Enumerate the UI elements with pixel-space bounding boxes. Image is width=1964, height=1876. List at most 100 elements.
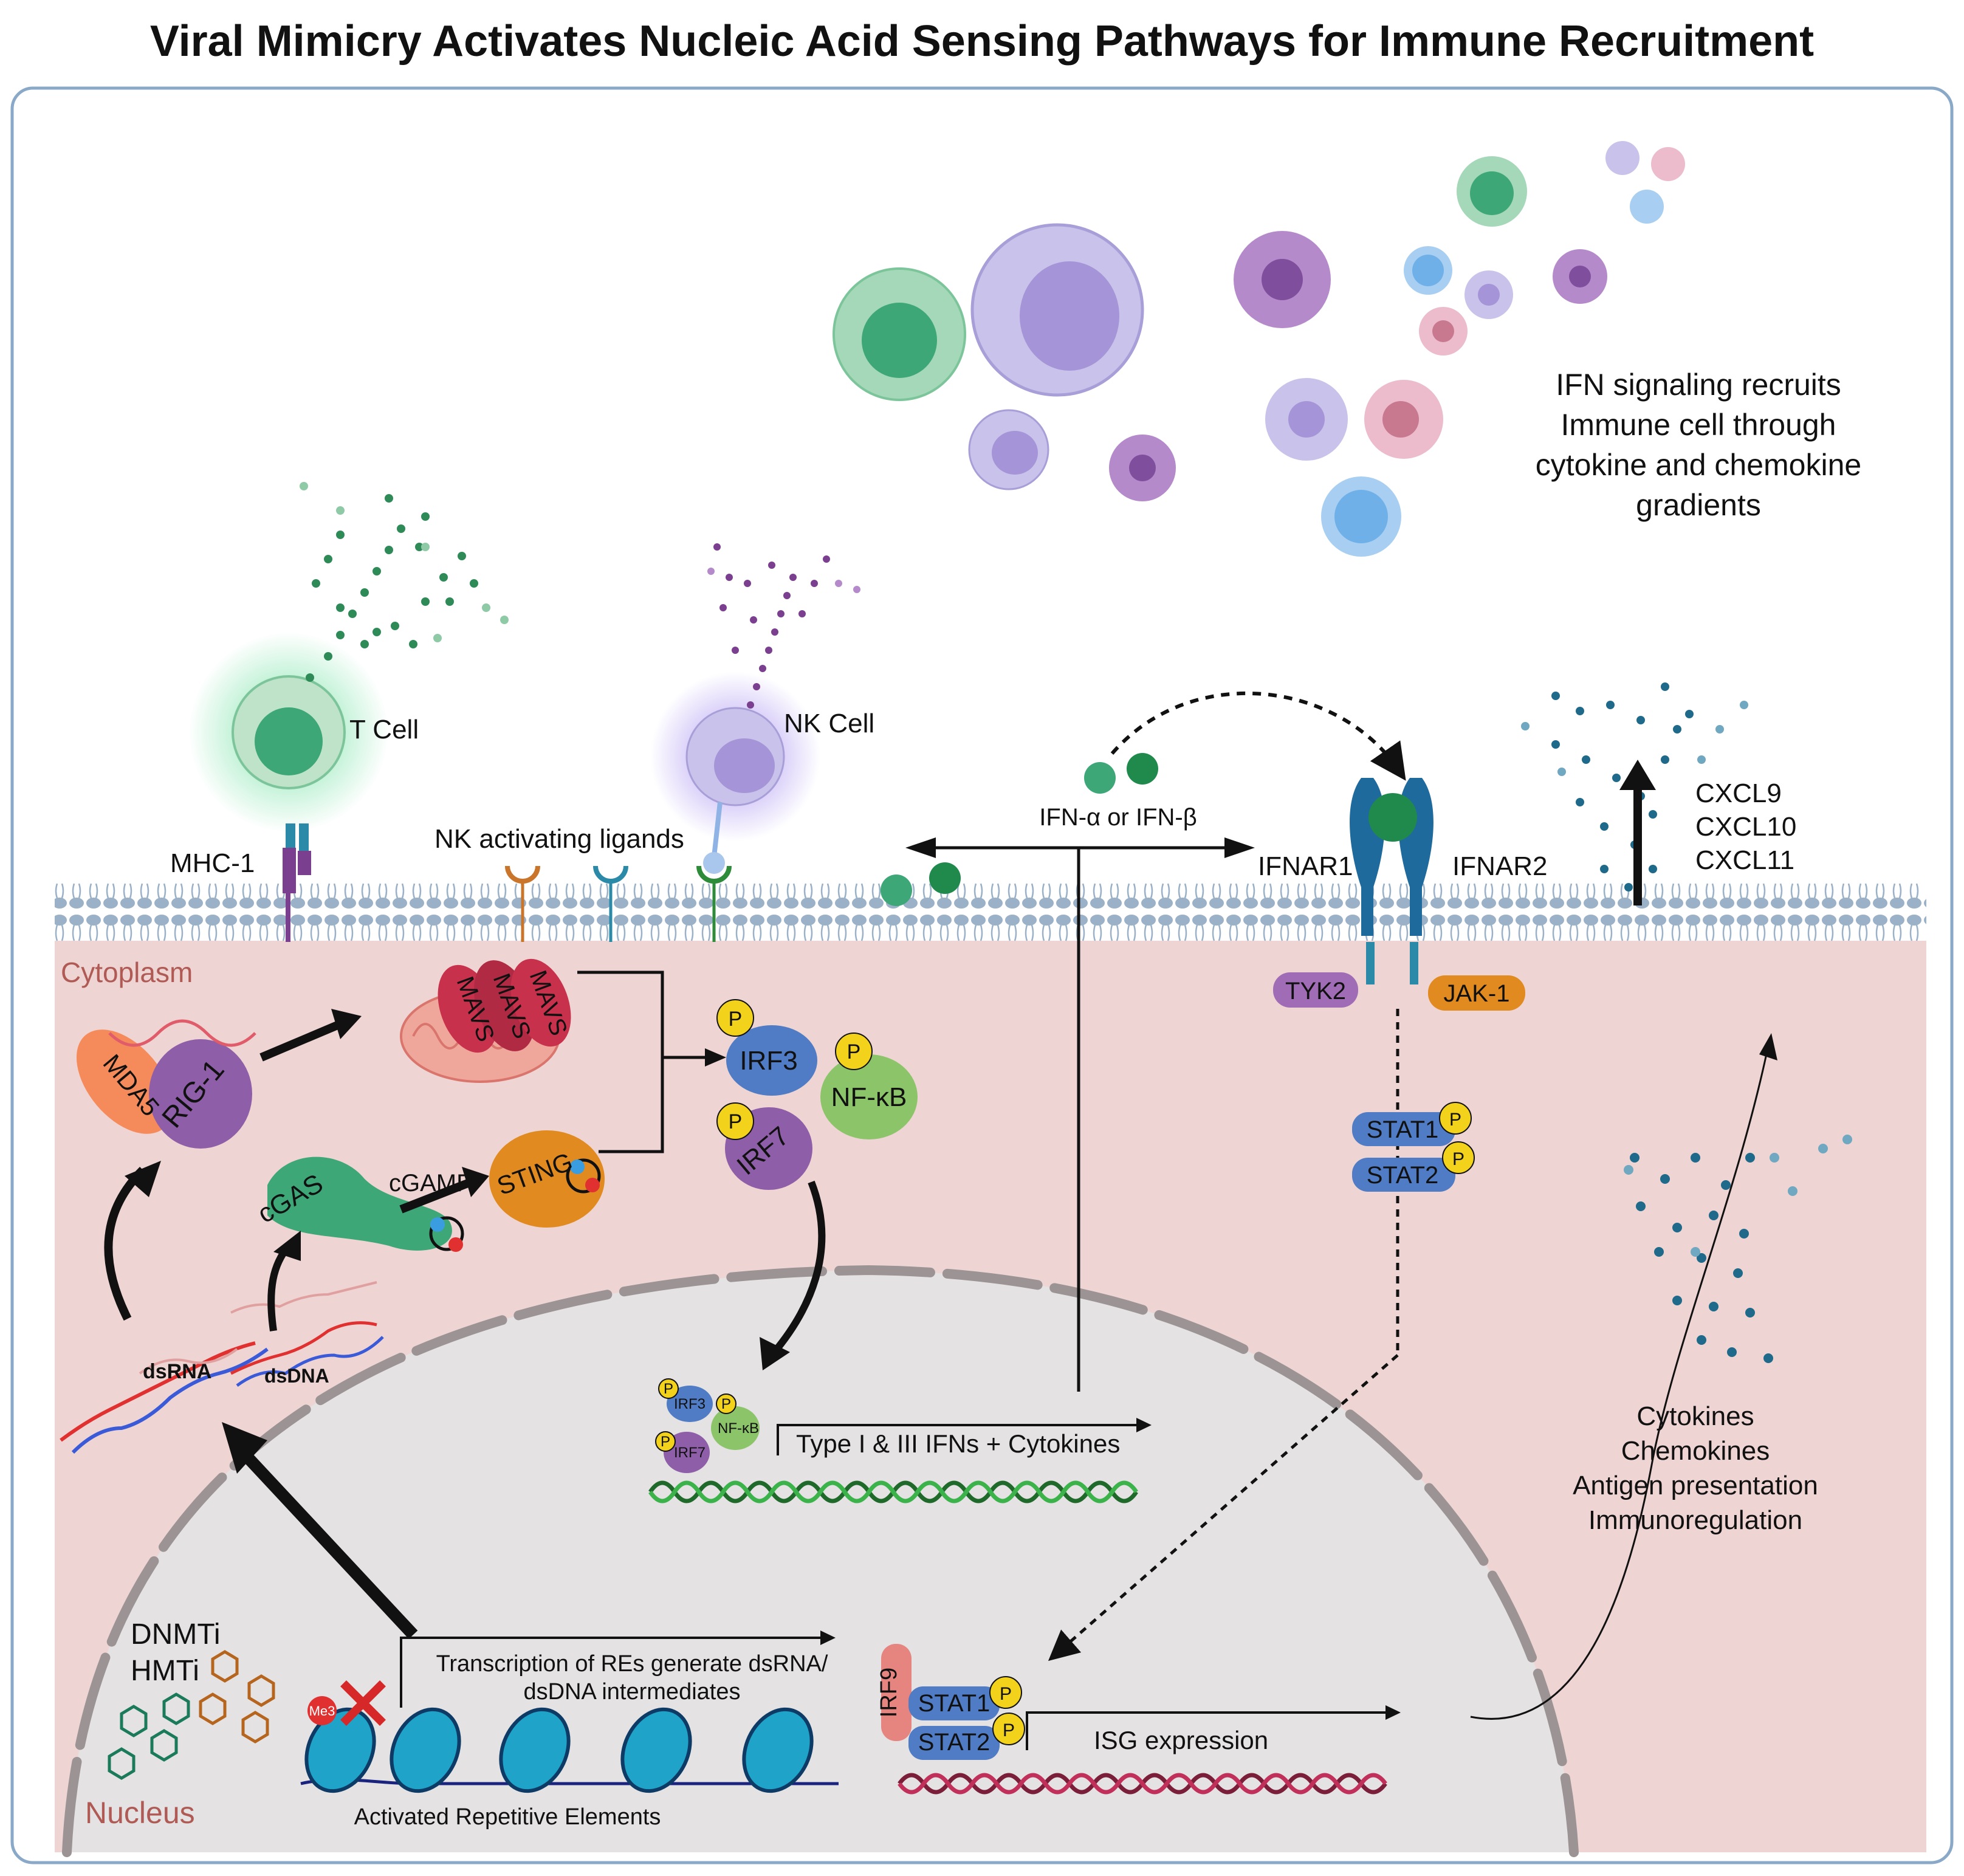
phospho-nfkb-label: P	[847, 1040, 861, 1063]
nfkb-protein	[820, 1032, 918, 1139]
dsrna-label: dsRNA	[143, 1360, 211, 1383]
cgamp-label: cGAMP	[389, 1170, 473, 1197]
nuclear-envelope	[62, 1265, 1579, 1857]
tf-complex-small	[655, 1378, 760, 1473]
irf3-protein	[716, 999, 817, 1096]
stat1-nuc-label: STAT1	[918, 1690, 991, 1717]
cgamp-molecule	[429, 1216, 464, 1252]
convergence-head	[705, 1048, 726, 1067]
isg-label: ISG expression	[1094, 1726, 1268, 1754]
output-immunoregulation: Immunoregulation	[1588, 1505, 1802, 1535]
cgas-protein	[267, 1156, 452, 1251]
chemokine-dots-light	[1521, 701, 1748, 776]
nk-cell	[650, 543, 860, 874]
phospho-stat1-nuc	[989, 1676, 1022, 1709]
nucleosomes	[304, 1707, 814, 1793]
mda5-rig1-complex	[76, 1019, 256, 1149]
figure-title: Viral Mimicry Activates Nucleic Acid Sen…	[150, 17, 1814, 66]
output-arrow-head	[1759, 1033, 1777, 1060]
irf3-label: IRF3	[740, 1046, 797, 1076]
tyk2-label: TYK2	[1285, 978, 1346, 1005]
output-antigen-presentation: Antigen presentation	[1573, 1471, 1818, 1500]
convergence-bracket	[577, 971, 664, 1153]
cell-membrane	[55, 881, 1926, 942]
cgas-to-sting-head	[462, 1167, 489, 1197]
dnmti-label: DNMTi	[131, 1618, 221, 1651]
re-to-dsrna-head	[222, 1422, 267, 1474]
cgas-to-sting-arrow	[399, 1178, 473, 1214]
me3-mark	[307, 1696, 337, 1725]
ifn-arrow-left-head	[905, 837, 936, 858]
phospho-irf3-label: P	[729, 1008, 743, 1031]
phospho-stat2-cyto	[1442, 1141, 1475, 1174]
re-to-dsrna-arrow	[238, 1448, 418, 1639]
stat2-nuc-pill	[908, 1726, 1000, 1760]
dnmti-molecules	[108, 1692, 190, 1780]
irf-to-nucleus-head	[760, 1337, 790, 1370]
activated-re-label: Activated Repetitive Elements	[354, 1804, 661, 1830]
isg-dna-2	[898, 1773, 1387, 1795]
ifnar-receptor	[1350, 778, 1434, 984]
phospho-stat1-cyto	[1439, 1102, 1472, 1135]
nucleus-region	[67, 1270, 1574, 1852]
ifnar2-label: IFNAR2	[1452, 851, 1547, 881]
rig1-to-mavs-head	[331, 1009, 362, 1039]
nfkb-label: NF-κB	[831, 1082, 907, 1112]
dsrna-to-rig1-arrow	[104, 1167, 146, 1321]
re-transcription-head	[820, 1630, 836, 1645]
nucleus-label: Nucleus	[85, 1796, 195, 1830]
output-dots-light	[1624, 1135, 1852, 1257]
jak1-label: JAK-1	[1444, 980, 1510, 1007]
t-cell	[188, 482, 509, 833]
irf7-small-label: IRF7	[674, 1445, 706, 1461]
cxcl9-label: CXCL9	[1695, 778, 1782, 808]
output-cytokines: Cytokines	[1636, 1401, 1754, 1431]
chemokine-arrow-head	[1619, 760, 1656, 790]
recruitment-line-2: Immune cell through	[1561, 408, 1836, 442]
irf3-small-label: IRF3	[674, 1396, 706, 1412]
stat1-cyto-label: STAT1	[1367, 1116, 1439, 1143]
phospho-stat2-cyto-label: P	[1452, 1149, 1464, 1169]
mhc1-label: MHC-1	[170, 848, 255, 878]
outer-frame	[10, 86, 1954, 1864]
ifn-arrow-right-head	[1224, 837, 1255, 858]
phospho-stat2-nuc-label: P	[1003, 1720, 1015, 1740]
ifn-gene-dna-2	[648, 1480, 1138, 1503]
isg-arrow	[1026, 1711, 1392, 1750]
nfkb-small-label: NF-κB	[718, 1420, 759, 1437]
immune-cells-cluster	[833, 141, 1685, 557]
sting-protein	[489, 1130, 605, 1228]
phospho-stat2-nuc	[992, 1713, 1025, 1745]
irf9-pill	[881, 1644, 912, 1741]
nk-ligands-label: NK activating ligands	[434, 824, 684, 854]
dsrna-to-rig1-head	[125, 1161, 161, 1197]
type-ifn-label: Type I & III IFNs + Cytokines	[796, 1429, 1120, 1458]
type-ifn-arrow-head	[1136, 1418, 1152, 1432]
stat1-cyto-pill	[1352, 1112, 1455, 1146]
recruitment-text: IFN signaling recruits Immune cell throu…	[1536, 368, 1861, 522]
phospho-irf7-small-label: P	[661, 1434, 670, 1450]
output-chemokines: Chemokines	[1621, 1436, 1770, 1466]
mhc1-receptor	[283, 823, 311, 942]
rig1-to-mavs-arrow	[259, 1020, 342, 1062]
ifn-molecules	[881, 753, 1158, 906]
recruitment-line-3: cytokine and chemokine	[1536, 448, 1861, 482]
me3-label: Me3	[309, 1703, 335, 1719]
type-ifn-arrow	[777, 1424, 1142, 1455]
irf-to-nucleus-arrow	[769, 1180, 826, 1358]
stat-translocation-arrow	[1048, 1354, 1399, 1661]
cytoplasm-label: Cytoplasm	[61, 957, 193, 988]
cxcl11-label: CXCL11	[1695, 845, 1794, 875]
dsrna-strand	[60, 1341, 269, 1454]
recruitment-line-1: IFN signaling recruits	[1556, 368, 1841, 402]
nk-cell-label: NK Cell	[784, 709, 874, 738]
nk-ligands	[505, 865, 732, 942]
dsdna-strand	[230, 1281, 384, 1387]
phospho-irf7-label: P	[729, 1110, 743, 1133]
jak1-pill	[1428, 975, 1525, 1011]
stat2-nuc-label: STAT2	[918, 1729, 991, 1756]
stat2-cyto-label: STAT2	[1367, 1162, 1439, 1189]
recruitment-line-4: gradients	[1636, 488, 1761, 522]
t-cell-label: T Cell	[349, 715, 419, 744]
isg-arrow-head	[1385, 1705, 1401, 1720]
